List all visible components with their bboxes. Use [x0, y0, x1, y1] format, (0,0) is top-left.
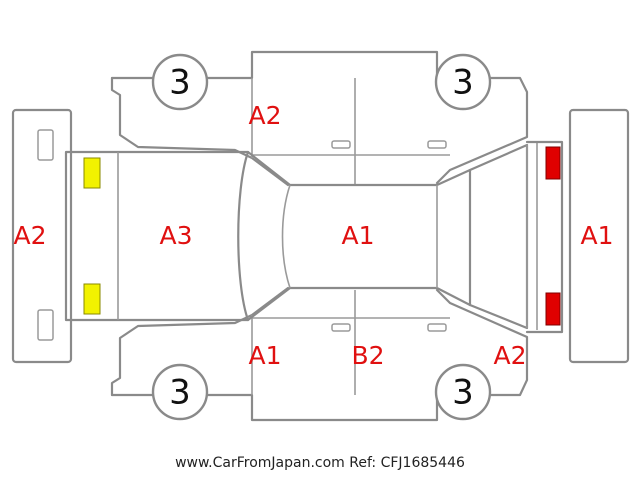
wheel-top-right-rating: 3 — [452, 63, 474, 103]
roof-code: A1 — [341, 221, 374, 250]
front-bumper-vent-lower — [37, 309, 54, 341]
rear-bumper-code: A1 — [580, 221, 613, 250]
front-lamp-upper — [83, 157, 101, 189]
rear-lamp-lower — [545, 292, 561, 326]
hood-code: A3 — [159, 221, 192, 250]
front-bumper — [11, 108, 73, 364]
top-front-door-code: A2 — [248, 101, 281, 130]
wheel-top-left: 3 — [151, 53, 209, 111]
bottom-front-door-code: A1 — [248, 341, 281, 370]
rear-door-handle-bottom — [427, 323, 447, 332]
front-lamp-lower — [83, 283, 101, 315]
wheel-bottom-right: 3 — [434, 363, 492, 421]
reference-footer: www.CarFromJapan.com Ref: CFJ1685446 — [175, 455, 465, 471]
rear-lamp-upper — [545, 146, 561, 180]
bottom-side-body — [110, 286, 529, 422]
front-door-handle-bottom — [331, 323, 351, 332]
wheel-bottom-right-rating: 3 — [452, 373, 474, 413]
bottom-rear-door-code: B2 — [351, 341, 384, 370]
wheel-bottom-left-rating: 3 — [169, 373, 191, 413]
front-bumper-vent-upper — [37, 129, 54, 161]
front-bumper-code: A2 — [13, 221, 46, 250]
wheel-bottom-left: 3 — [151, 363, 209, 421]
rear-door-handle-top — [427, 140, 447, 149]
top-view-body — [64, 140, 564, 334]
bottom-rear-quarter-code: A2 — [493, 341, 526, 370]
wheel-top-right: 3 — [434, 53, 492, 111]
rear-bumper — [568, 108, 630, 364]
front-door-handle-top — [331, 140, 351, 149]
wheel-top-left-rating: 3 — [169, 63, 191, 103]
top-side-body — [110, 50, 529, 187]
